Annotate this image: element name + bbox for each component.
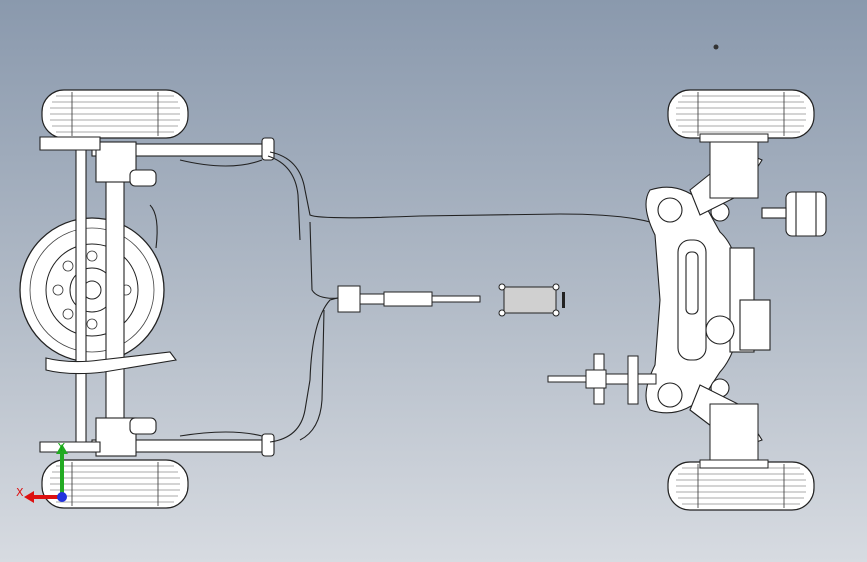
x-axis-label: X [16,486,24,499]
coordinate-triad: X Y [10,438,80,510]
reservoir-canister[interactable] [761,191,827,237]
triad-axes [24,444,68,503]
steering-column[interactable] [547,353,657,405]
rear-axle[interactable] [39,136,275,457]
floor-plate[interactable] [498,283,565,317]
spare-tire[interactable] [19,217,165,363]
parking-brake-lever[interactable] [337,285,481,313]
front-left-wheel[interactable] [667,89,815,139]
y-axis-arrowhead [56,444,68,454]
y-axis-label: Y [58,441,65,454]
front-knuckles[interactable] [699,133,769,469]
z-axis-dot [57,492,67,502]
x-axis-arrowhead [24,491,34,503]
front-right-wheel[interactable] [667,461,815,511]
fastener-marker [713,44,719,50]
brake-lines[interactable] [149,151,651,443]
rear-left-wheel[interactable] [41,89,189,139]
